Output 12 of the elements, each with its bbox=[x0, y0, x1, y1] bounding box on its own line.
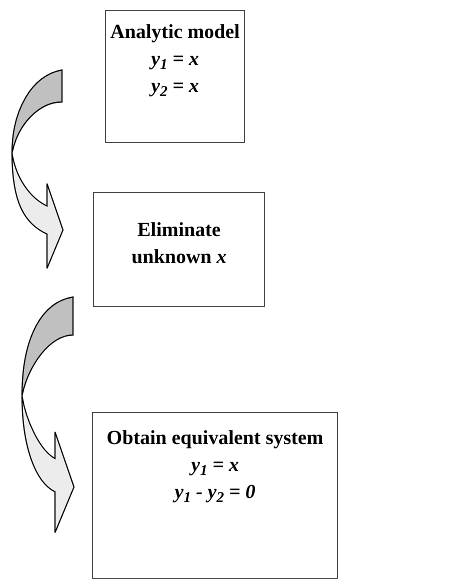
process-box bbox=[93, 192, 265, 307]
step-title: Obtain equivalent system bbox=[106, 426, 324, 451]
equation: y$_{1}$ - y$_{2}$ = 0 bbox=[174, 480, 256, 506]
curved-arrow bbox=[11, 69, 64, 269]
process-box bbox=[105, 10, 245, 143]
equation: y$_{2}$ = x bbox=[151, 74, 199, 100]
equation: y$_{1}$ = x bbox=[151, 47, 199, 73]
step-title: Analytic model bbox=[110, 20, 240, 45]
step-title: Eliminate unknown x bbox=[130, 218, 228, 270]
curved-arrow bbox=[21, 296, 75, 534]
process-box bbox=[92, 412, 338, 579]
equation: y$_{1}$ = x bbox=[191, 453, 239, 479]
